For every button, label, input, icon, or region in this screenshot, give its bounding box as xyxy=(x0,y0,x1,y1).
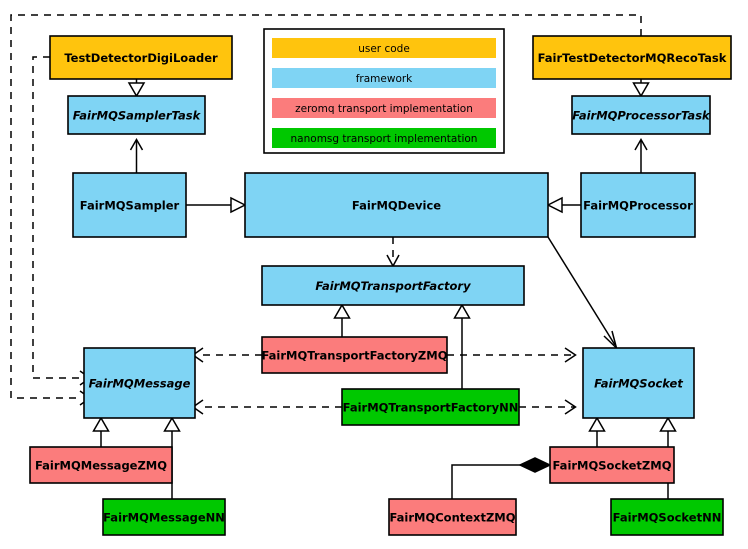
class-box-FairMQMessage[interactable] xyxy=(83,347,196,419)
class-node-FairMQMessageNN[interactable]: FairMQMessageNN xyxy=(102,498,226,536)
class-name-label: FairMQSamplerTask xyxy=(73,109,202,123)
class-node-FairMQSamplerTask[interactable]: FairMQSamplerTask xyxy=(67,95,206,135)
class-node-FairMQSampler[interactable]: FairMQSampler xyxy=(72,172,187,238)
class-name-label: FairMQProcessor xyxy=(583,199,693,213)
class-name-label: FairMQSampler xyxy=(80,199,180,213)
edge-processor-device xyxy=(546,196,581,214)
edge-tfzmq-socket xyxy=(447,347,577,363)
edge-messagezmq-message xyxy=(92,416,110,447)
edge-recotask-processortask xyxy=(632,79,650,98)
legend-item-3: nanomsg transport implementation xyxy=(272,128,496,148)
edge-tfzmq-message xyxy=(191,347,262,363)
class-node-FairMQSocketZMQ[interactable]: FairMQSocketZMQ xyxy=(549,446,675,484)
class-box-FairMQSamplerTask[interactable] xyxy=(67,95,206,135)
edge-sampler-samplertask xyxy=(129,137,144,173)
class-node-FairMQMessageZMQ[interactable]: FairMQMessageZMQ xyxy=(29,446,173,484)
class-box-FairMQMessageZMQ[interactable] xyxy=(29,446,173,484)
class-name-label: FairMQMessage xyxy=(89,377,191,391)
class-node-FairMQContextZMQ[interactable]: FairMQContextZMQ xyxy=(388,498,517,536)
legend-swatch xyxy=(272,68,496,88)
class-node-FairMQTransportFactoryNN[interactable]: FairMQTransportFactoryNN xyxy=(341,388,520,426)
class-name-label: FairTestDetectorMQRecoTask xyxy=(538,51,727,65)
node-layer: TestDetectorDigiLoader FairTestDetectorMQ… xyxy=(29,35,732,536)
class-name-label: FairMQSocket xyxy=(594,377,683,391)
class-box-FairMQProcessorTask[interactable] xyxy=(571,95,711,135)
class-node-FairMQTransportFactoryZMQ[interactable]: FairMQTransportFactoryZMQ xyxy=(261,336,448,374)
class-node-FairMQSocket[interactable]: FairMQSocket xyxy=(582,347,695,419)
legend-swatch xyxy=(272,128,496,148)
edge-tfnn-socket xyxy=(519,399,577,415)
class-node-FairMQTransportFactory[interactable]: FairMQTransportFactory xyxy=(261,265,525,306)
class-name-label: FairMQTransportFactory xyxy=(315,279,471,293)
legend-swatch xyxy=(272,38,496,58)
class-name-label: FairMQProcessorTask xyxy=(572,109,711,123)
legend-label: framework xyxy=(356,73,413,85)
class-name-label: FairMQSocketNN xyxy=(613,511,722,525)
edge-sampler-device xyxy=(186,196,247,214)
edge-tfnn-transportfactory xyxy=(453,303,471,389)
class-box-FairMQTransportFactoryZMQ[interactable] xyxy=(261,336,448,374)
legend: user code framework zeromq transport imple… xyxy=(263,28,505,154)
class-node-FairTestDetectorMQRecoTask[interactable]: FairTestDetectorMQRecoTask xyxy=(532,35,732,80)
legend-item-1: framework xyxy=(272,68,496,88)
class-box-TestDetectorDigiLoader[interactable] xyxy=(49,35,233,80)
class-box-FairMQDevice[interactable] xyxy=(244,172,549,238)
class-box-FairMQSocket[interactable] xyxy=(582,347,695,419)
edge-socketzmq-socket xyxy=(588,416,606,447)
class-node-TestDetectorDigiLoader[interactable]: TestDetectorDigiLoader xyxy=(49,35,233,80)
class-box-FairTestDetectorMQRecoTask[interactable] xyxy=(532,35,732,80)
class-node-FairMQDevice[interactable]: FairMQDevice xyxy=(244,172,549,238)
class-box-FairMQTransportFactory[interactable] xyxy=(261,265,525,306)
class-name-label: TestDetectorDigiLoader xyxy=(64,51,218,65)
legend-label: nanomsg transport implementation xyxy=(291,133,478,145)
edge-device-transportfactory xyxy=(386,237,400,268)
class-name-label: FairMQMessageZMQ xyxy=(35,459,167,473)
class-node-FairMQMessage[interactable]: FairMQMessage xyxy=(83,347,196,419)
legend-item-0: user code xyxy=(272,38,496,58)
class-name-label: FairMQMessageNN xyxy=(103,511,225,525)
class-name-label: FairMQDevice xyxy=(352,199,441,213)
edge-digiloader-samplertask xyxy=(127,79,146,98)
class-box-FairMQContextZMQ[interactable] xyxy=(388,498,517,536)
legend-swatch xyxy=(272,98,496,118)
edge-contextzmq-socketzmq xyxy=(451,457,552,499)
edge-processor-processortask xyxy=(634,137,648,173)
class-node-FairMQProcessor[interactable]: FairMQProcessor xyxy=(580,172,696,238)
class-name-label: FairMQContextZMQ xyxy=(389,511,515,525)
class-box-FairMQTransportFactoryNN[interactable] xyxy=(341,388,520,426)
class-box-FairMQSocketZMQ[interactable] xyxy=(549,446,675,484)
legend-item-2: zeromq transport implementation xyxy=(272,98,496,118)
class-node-FairMQProcessorTask[interactable]: FairMQProcessorTask xyxy=(571,95,711,135)
class-box-FairMQMessageNN[interactable] xyxy=(102,498,226,536)
edge-layer xyxy=(10,14,677,499)
legend-label: zeromq transport implementation xyxy=(295,103,473,115)
class-box-FairMQSocketNN[interactable] xyxy=(610,498,724,536)
edge-tfzmq-transportfactory xyxy=(333,303,351,337)
legend-label: user code xyxy=(358,43,410,55)
class-box-FairMQSampler[interactable] xyxy=(72,172,187,238)
class-name-label: FairMQTransportFactoryNN xyxy=(343,401,519,415)
class-name-label: FairMQTransportFactoryZMQ xyxy=(261,349,447,363)
class-name-label: FairMQSocketZMQ xyxy=(553,459,672,473)
class-node-FairMQSocketNN[interactable]: FairMQSocketNN xyxy=(610,498,724,536)
edge-device-socket xyxy=(547,236,618,351)
class-box-FairMQProcessor[interactable] xyxy=(580,172,696,238)
edge-tfnn-message xyxy=(191,399,342,415)
